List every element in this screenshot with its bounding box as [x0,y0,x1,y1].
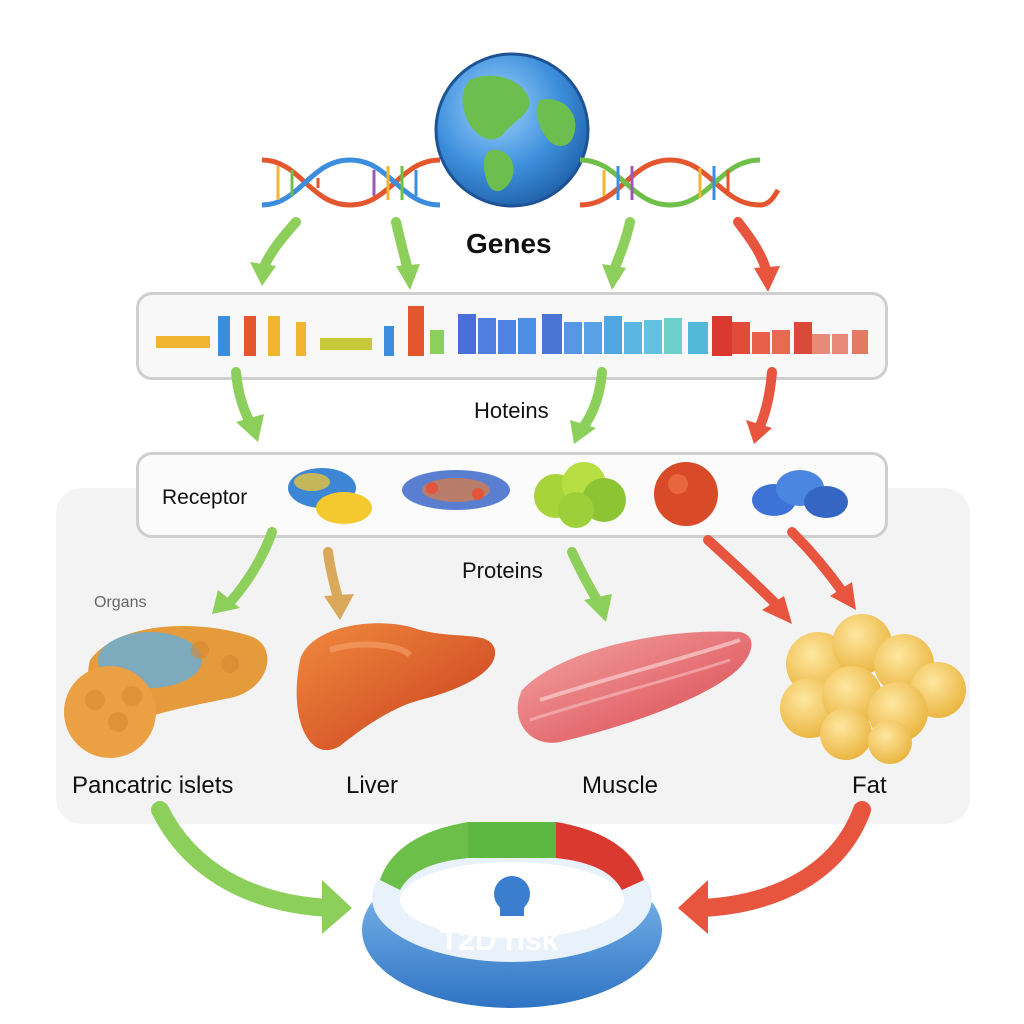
expression-bar [812,334,830,354]
expression-bar [772,330,790,354]
expression-bar [752,332,770,354]
protein-blob-icon [752,470,848,518]
liver-icon [296,623,496,751]
dna-helix-icon [579,157,781,208]
protein-blob-icon [402,470,510,510]
expression-bar [624,322,642,354]
protein-blob-icon [534,462,626,528]
gene-expression-bars [156,306,868,356]
expression-bar [564,322,582,354]
expression-bar [604,316,622,354]
expression-bar [244,316,256,356]
expression-bar [584,322,602,354]
expression-bar [408,306,424,356]
expression-bar [218,316,230,356]
expression-bar [852,330,868,354]
dna-helix-icon [261,157,441,208]
expression-bar [794,322,812,354]
liver-label: Liver [346,772,399,799]
muscle-label: Muscle [582,772,659,799]
expression-bar [268,316,280,356]
expression-bar [688,322,708,354]
expression-bar [296,322,306,356]
expression-bar [732,322,750,354]
flow-arrows [151,217,871,934]
expression-bar [498,320,516,354]
proteins-label: Proteins [462,558,543,583]
pancreas-icon [64,626,268,758]
expression-bar [458,314,476,354]
expression-bar [430,330,444,354]
protein-blob-icon [288,468,372,524]
fat-label: Fat [852,772,887,799]
expression-bar [478,318,496,354]
expression-bar [156,336,210,348]
muscle-icon [517,631,752,743]
hoteins-label: Hoteins [474,398,549,423]
gauge-icon [362,822,662,1008]
expression-bar [384,326,394,356]
expression-bar [832,334,848,354]
expression-bar [712,316,732,356]
expression-bar [518,318,536,354]
pancreatic-islets-label: Pancatric islets [72,772,234,799]
protein-blob-icon [654,462,718,526]
organs-label: Organs [94,594,147,611]
gauge-label: T2D risk [440,924,559,957]
genes-label: Genes [466,228,552,259]
receptor-label: Receptor [162,486,248,509]
globe-icon [434,52,590,208]
expression-bar [542,314,562,354]
expression-bar [644,320,662,354]
fat-cells-icon [780,614,966,764]
expression-bar [664,318,682,354]
expression-bar [320,338,372,350]
